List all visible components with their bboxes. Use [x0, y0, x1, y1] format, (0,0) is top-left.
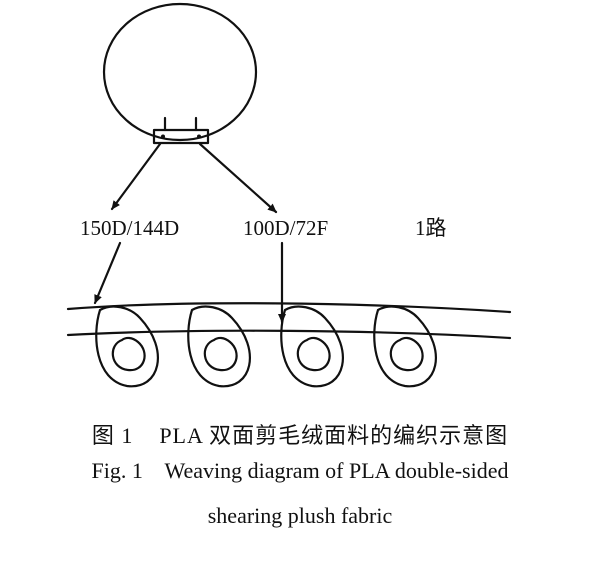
- arrow-to-yarn-right: [198, 142, 278, 214]
- yarn-bobbin: [102, 2, 258, 142]
- caption-english-line1: Fig. 1 Weaving diagram of PLA double-sid…: [91, 458, 509, 483]
- arrow-to-fabric-left: [93, 241, 122, 305]
- yarn-guide-eye-left: [161, 134, 165, 139]
- plush-loop-3: [280, 305, 344, 388]
- feed-label: 1路: [415, 216, 447, 240]
- caption-chinese: 图 1 PLA 双面剪毛绒面料的编织示意图: [91, 423, 509, 448]
- plush-loop-1: [95, 305, 159, 388]
- yarn-guide: [152, 128, 210, 145]
- yarn-guide-eye-right: [197, 134, 201, 139]
- yarn-label-right: 100D/72F: [243, 216, 328, 240]
- yarn-label-left: 150D/144D: [80, 216, 179, 240]
- arrow-to-yarn-left: [110, 142, 162, 211]
- plush-loop-2: [187, 305, 251, 388]
- caption-english-line2: shearing plush fabric: [207, 503, 393, 528]
- base-yarn-bottom: [66, 329, 512, 340]
- plush-loop-4: [373, 305, 437, 388]
